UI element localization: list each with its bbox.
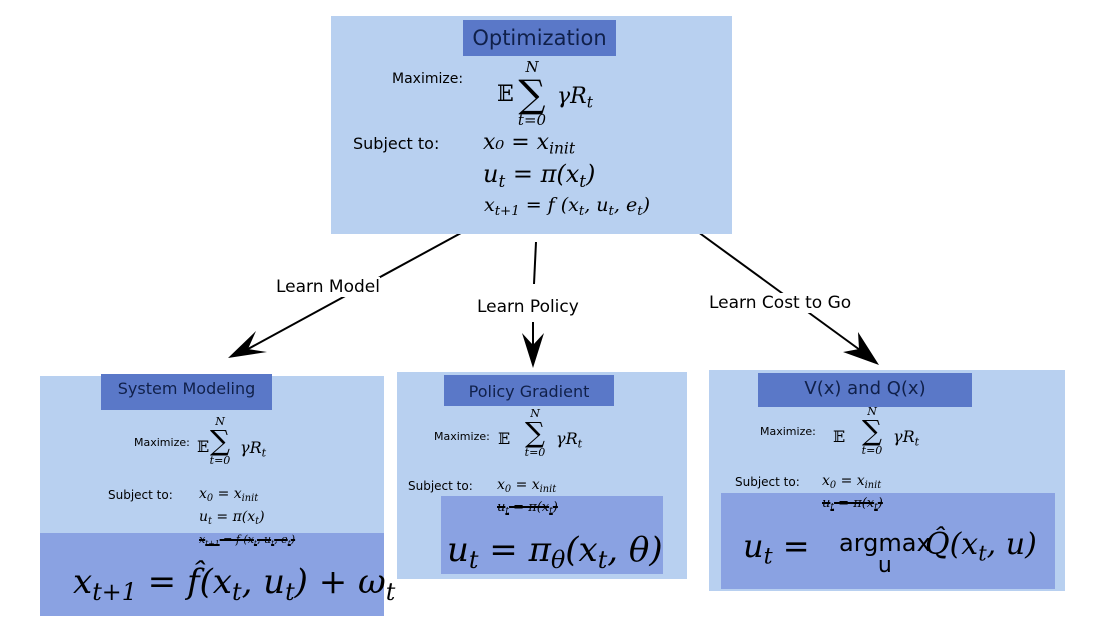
constraint-dynamics: xt+1 = f (xt, ut, et)	[484, 194, 650, 219]
subject-to-label: Subject to:	[353, 134, 440, 153]
value-function-expectation: 𝔼	[833, 427, 846, 446]
expectation-symbol: 𝔼	[497, 82, 514, 107]
system-modeling-maximize-label: Maximize:	[134, 436, 190, 449]
system-modeling-c2: ut = π(xt)	[199, 509, 265, 527]
sum-sigma: ∑	[518, 72, 546, 116]
policy-gradient-title: Policy Gradient	[444, 375, 614, 406]
policy-gradient-learned-policy: ut = πθ(xt, θ)	[447, 530, 663, 575]
policy-gradient-objective-term: γRt	[556, 429, 583, 451]
system-modeling-title: System Modeling	[101, 374, 272, 410]
objective-subscript: t	[586, 93, 593, 112]
value-function-c2-struck: ut = π(xt)	[822, 496, 883, 513]
sum-lower-limit: t=0	[517, 111, 547, 129]
value-function-summation: N ∑ t=0	[857, 406, 887, 456]
policy-gradient-sum-sigma: ∑	[525, 416, 545, 449]
summation: N ∑ t=0	[512, 60, 552, 128]
system-modeling-c3-struck: xt+1 = f (xt, ut, et)	[199, 533, 296, 548]
system-modeling-learned-model: xt+1 = f̂(xt, ut) + ωt	[73, 562, 396, 607]
arrowhead-learn-policy	[522, 333, 544, 368]
policy-gradient-sum-lower: t=0	[524, 446, 546, 459]
arrowhead-learn-model	[228, 331, 267, 358]
argmax-operator: argmax u	[839, 531, 931, 577]
edge-label-learn-cost: Learn Cost to Go	[709, 293, 852, 313]
policy-gradient-summation: N ∑ t=0	[520, 408, 550, 458]
system-modeling-expectation: 𝔼	[197, 437, 210, 456]
system-modeling-subject-label: Subject to:	[108, 488, 173, 502]
objective-gamma-r: γR	[557, 84, 587, 109]
system-modeling-sum-upper: N	[215, 415, 225, 428]
policy-gradient-c2-struck: ut = π(xt)	[497, 500, 558, 517]
edge-label-learn-model: Learn Model	[276, 277, 380, 297]
policy-gradient-subject-label: Subject to:	[408, 479, 473, 493]
policy-gradient-maximize-label: Maximize:	[434, 430, 490, 443]
value-function-c1: x0 = xinit	[822, 473, 882, 491]
value-function-title: V(x) and Q(x)	[758, 373, 972, 407]
system-modeling-highlight	[40, 533, 384, 616]
objective-term: γRt	[557, 84, 593, 112]
edge-label-learn-policy: Learn Policy	[477, 297, 579, 317]
policy-gradient-c1: x0 = xinit	[497, 477, 557, 495]
optimization-title: Optimization	[463, 20, 616, 56]
policy-gradient-sum-upper: N	[530, 407, 540, 420]
value-function-highlight	[721, 493, 1055, 589]
argmax-text: argmax	[839, 529, 931, 557]
constraint-initial-state-text: x₀ = x	[483, 130, 550, 155]
system-modeling-sum-sigma: ∑	[210, 424, 230, 457]
value-function-sum-upper: N	[867, 405, 877, 418]
sum-upper-limit: N	[525, 58, 539, 76]
policy-gradient-highlight	[441, 496, 663, 574]
argmax-subscript: u	[877, 553, 892, 578]
value-function-subject-label: Subject to:	[735, 475, 800, 489]
value-function-objective-term: γRt	[893, 427, 920, 449]
q-hat-term: Q̂(xt, u)	[925, 527, 1037, 566]
constraint-policy: ut = π(xt)	[483, 160, 596, 192]
constraint-initial-state: x₀ = xinit	[483, 130, 575, 158]
edge-line-learn-policy	[533, 241, 537, 285]
edge-line-learn-cost	[693, 228, 861, 351]
system-modeling-objective-term: γRt	[240, 438, 267, 460]
system-modeling-summation: N ∑ t=0	[205, 416, 235, 466]
maximize-label: Maximize:	[392, 71, 464, 87]
policy-gradient-expectation: 𝔼	[498, 429, 511, 448]
constraint-initial-state-sub: init	[549, 139, 576, 158]
system-modeling-c1: x0 = xinit	[199, 486, 259, 504]
value-function-maximize-label: Maximize:	[760, 425, 816, 438]
value-function-sum-sigma: ∑	[862, 414, 882, 447]
value-function-sum-lower: t=0	[861, 444, 883, 457]
value-function-learned-control: ut =	[743, 527, 810, 570]
system-modeling-sum-lower: t=0	[209, 454, 231, 467]
arrowhead-learn-cost	[843, 332, 879, 365]
